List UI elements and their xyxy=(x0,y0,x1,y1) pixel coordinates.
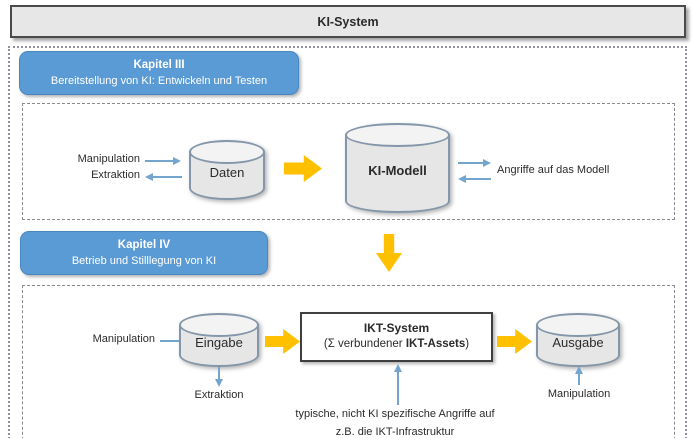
arrow-head-left xyxy=(458,175,466,183)
ikt-subtitle-assets: IKT-Assets xyxy=(405,338,466,350)
ikt-subtitle-suffix: ) xyxy=(465,338,470,350)
extraktion-label-row2: Extraktion xyxy=(194,389,244,401)
kapitel-4-box: Kapitel IV Betrieb und Stilllegung von K… xyxy=(20,231,268,275)
kapitel-3-subtitle: Bereitstellung von KI: Entwickeln und Te… xyxy=(50,75,268,87)
arrow-line xyxy=(145,160,175,162)
ikt-system-title: IKT-System xyxy=(363,321,430,335)
ausgabe-label: Ausgabe xyxy=(552,335,604,351)
kapitel-4-title: Kapitel IV xyxy=(117,239,171,251)
ikt-system-box: IKT-System (Σ verbundener IKT-Assets) xyxy=(300,312,493,362)
manipulation-label-row1: Manipulation xyxy=(77,153,140,165)
arrow-line xyxy=(160,340,190,342)
manipulation-label-ausgabe: Manipulation xyxy=(547,388,611,400)
angriffe-label: Angriffe auf das Modell xyxy=(497,164,610,176)
eingabe-label: Eingabe xyxy=(195,335,243,351)
ikt-subtitle-prefix: (Σ verbundener xyxy=(323,338,406,350)
arrow-head-up xyxy=(575,366,583,374)
arrow-line xyxy=(458,162,484,164)
cylinder-top xyxy=(179,313,259,337)
arrow-head-right xyxy=(483,159,491,167)
arrow-line xyxy=(465,178,491,180)
ki-modell-cylinder: KI-Modell xyxy=(345,123,450,213)
cylinder-top xyxy=(189,140,265,164)
outer-dashed-container xyxy=(8,46,687,438)
arrow-line xyxy=(397,371,399,405)
arrow-head-right xyxy=(173,157,181,165)
extraktion-label-row1: Extraktion xyxy=(91,169,140,181)
ki-system-header: KI-System xyxy=(10,5,686,38)
arrow-line xyxy=(152,176,182,178)
cylinder-top xyxy=(536,313,620,337)
arrow-head-up xyxy=(394,364,402,372)
ikt-system-subtitle: (Σ verbundener IKT-Assets) xyxy=(302,336,491,352)
betrieb-dashed-box xyxy=(22,285,675,438)
daten-cylinder: Daten xyxy=(189,140,265,200)
arrow-head-down xyxy=(215,379,223,387)
page-title: KI-System xyxy=(317,14,379,29)
entwickeln-testen-dashed-box xyxy=(22,103,675,220)
cylinder-top xyxy=(345,123,450,147)
ki-modell-label: KI-Modell xyxy=(368,163,427,179)
arrow-line xyxy=(578,373,580,385)
ikt-attack-note-line2: z.B. die IKT-Infrastruktur xyxy=(335,426,455,438)
ikt-attack-note-line1: typische, nicht KI spezifische Angriffe … xyxy=(295,408,495,420)
arrow-head-left xyxy=(145,173,153,181)
daten-label: Daten xyxy=(209,165,245,181)
manipulation-label-row2: Manipulation xyxy=(92,333,155,345)
kapitel-3-box: Kapitel III Bereitstellung von KI: Entwi… xyxy=(19,51,299,95)
kapitel-4-subtitle: Betrieb und Stilllegung von KI xyxy=(71,255,217,267)
kapitel-3-title: Kapitel III xyxy=(133,59,185,71)
eingabe-cylinder: Eingabe xyxy=(179,313,259,367)
arrow-line xyxy=(218,367,220,380)
ausgabe-cylinder: Ausgabe xyxy=(536,313,620,367)
